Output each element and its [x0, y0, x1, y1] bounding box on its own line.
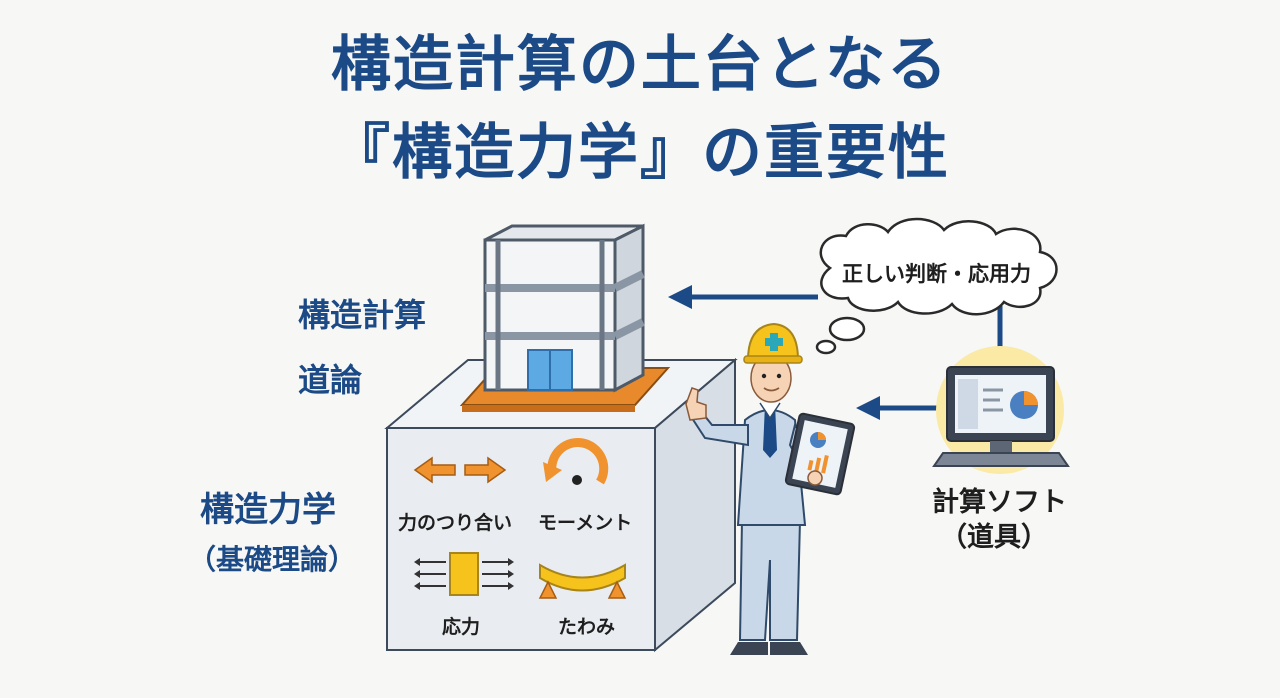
stress-icon [414, 552, 514, 596]
concept-label-balance: 力のつり合い [398, 512, 513, 534]
computer-icon [932, 346, 1070, 474]
label-structural-mechanics: 構造力学 [200, 490, 336, 530]
page-title-line1: 構造計算の土台となる [330, 30, 950, 100]
concept-label-stress: 応力 [442, 616, 481, 638]
balance-arrows-icon [413, 456, 507, 484]
page-title-line2: 『構造力学』の重要性 [330, 118, 950, 188]
engineer-illustration [685, 322, 856, 655]
deflection-icon [538, 563, 627, 599]
label-theory: 道論 [298, 361, 363, 399]
software-label: 計算ソフト [932, 487, 1067, 518]
concept-label-deflection: たわみ [558, 616, 616, 638]
label-structural-calculation: 構造計算 [298, 296, 427, 334]
label-basic-theory: （基礎理論） [188, 543, 357, 576]
thought-bubble-text: 正しい判断・応用力 [842, 262, 1031, 286]
thought-bubble [815, 217, 1058, 355]
moment-icon [543, 438, 609, 485]
concept-label-moment: モーメント [538, 512, 633, 534]
software-sublabel: （道具） [940, 522, 1048, 553]
building-icon [459, 223, 671, 412]
